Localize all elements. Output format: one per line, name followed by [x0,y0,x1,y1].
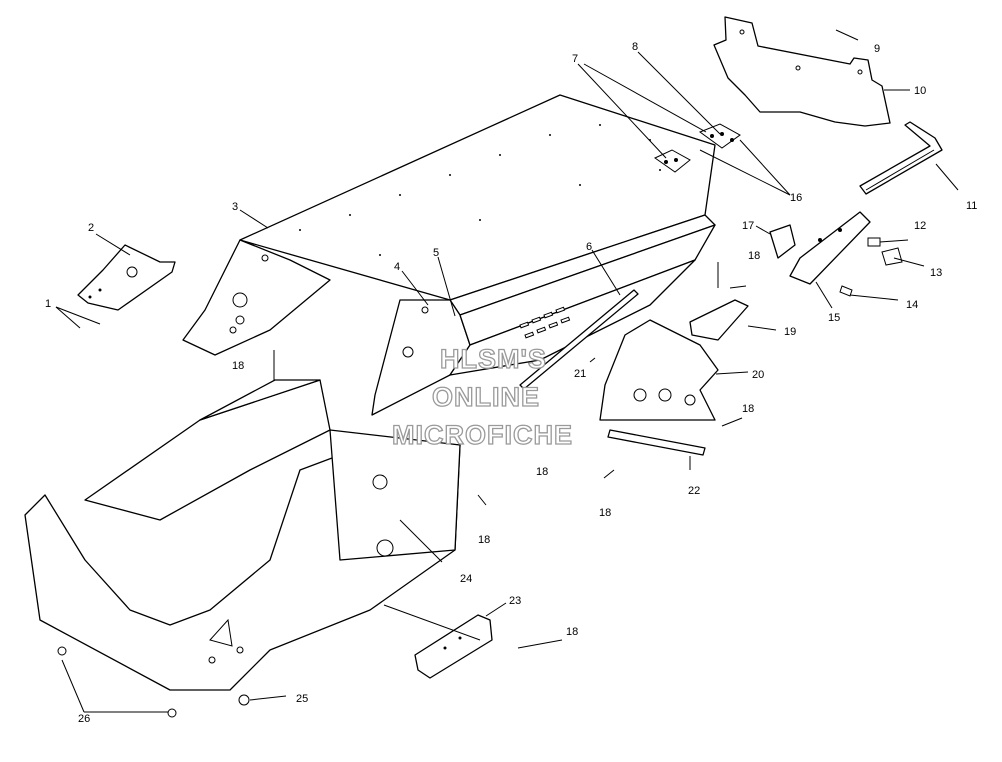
callout-15: 15 [828,312,840,324]
watermark-line-1: HLSM'S [440,344,547,374]
callout-7: 7 [572,53,578,65]
callout-17: 17 [742,220,754,232]
callout-10: 10 [914,85,926,97]
callout-25: 25 [296,693,308,705]
callout-2: 2 [88,222,94,234]
callout-18-g: 18 [566,626,578,638]
callout-14: 14 [906,299,918,311]
watermark-line-3: MICROFICHE [392,420,573,450]
rear-housing-part [599,319,719,421]
callout-11: 11 [966,200,977,212]
callout-6: 6 [586,241,592,253]
callout-18-c: 18 [742,403,754,415]
mount-plate-part [77,244,176,311]
callout-3: 3 [232,201,238,213]
callout-21: 21 [574,368,586,380]
callout-8: 8 [632,41,638,53]
leader-lines [55,29,959,713]
tunnel-part [182,94,716,416]
callout-26: 26 [78,713,90,725]
watermark: HLSM'S ONLINE MICROFICHE [391,343,573,450]
axle-part [607,429,706,456]
callout-1: 1 [45,298,51,310]
rear-bumper-part [859,121,943,195]
bracket-23-part [414,614,493,679]
callout-4: 4 [394,261,400,273]
rear-flap-part [713,16,891,127]
callout-23: 23 [509,595,521,607]
front-chassis-part [24,379,461,691]
bracket-19-part [689,299,749,341]
callout-18-d: 18 [536,466,548,478]
small-hardware-parts [839,237,903,297]
slide-rail-part [789,211,871,285]
callout-20: 20 [752,369,764,381]
callout-19: 19 [784,326,796,338]
callout-labels: 1 2 3 4 5 6 7 8 9 10 11 12 13 14 15 16 1… [45,41,977,725]
callout-12: 12 [914,220,926,232]
support-rod-part [519,289,639,390]
watermark-line-2: ONLINE [432,382,540,412]
callout-16: 16 [790,192,802,204]
callout-9: 9 [874,43,880,55]
callout-22: 22 [688,485,700,497]
callout-18-e: 18 [478,534,490,546]
callout-18-f: 18 [599,507,611,519]
callout-18-a: 18 [748,250,760,262]
callout-18-b: 18 [232,360,244,372]
callout-13: 13 [930,267,942,279]
bracket-17-part [769,224,796,259]
callout-5: 5 [433,247,439,259]
fastener-parts [57,646,250,718]
callout-24: 24 [460,573,472,585]
tunnel-vents [519,306,571,339]
